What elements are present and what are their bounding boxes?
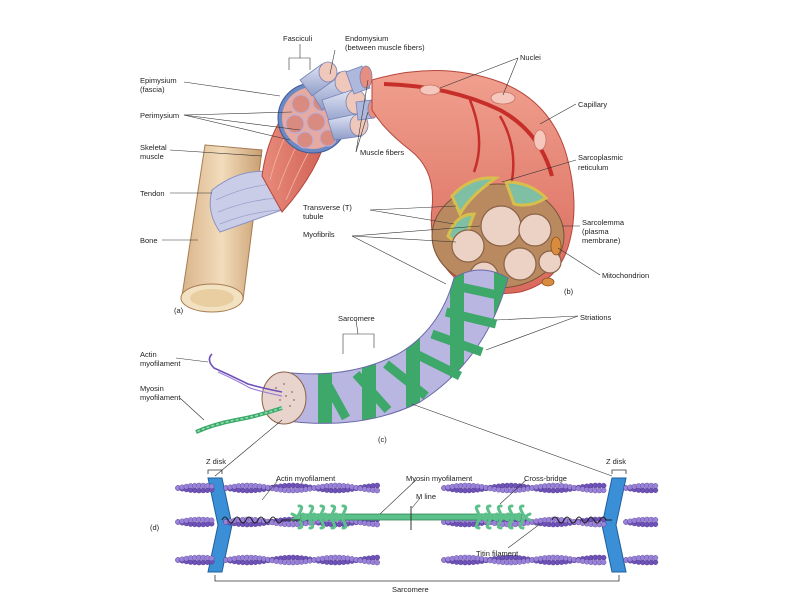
label-myosin-1: Myosin (140, 384, 164, 393)
label-z-disk-right: Z disk (606, 457, 626, 466)
cross-bridge-heads (290, 504, 532, 530)
label-skeletal-muscle-2: muscle (140, 152, 164, 161)
label-m-line: M line (416, 492, 436, 501)
label-sarcoplasmic-1: Sarcoplasmic (578, 153, 623, 162)
label-striations: Striations (580, 313, 612, 322)
muscle-fiber-tubes (345, 65, 379, 121)
label-sarcolemma-1: Sarcolemma (582, 218, 625, 227)
panel-b-drawing (371, 70, 575, 295)
label-sarcoplasmic-2: reticulum (578, 163, 608, 172)
leader-lines (162, 44, 601, 549)
label-endomysium: Endomysium (345, 34, 388, 43)
label-cross-bridge: Cross-bridge (524, 474, 567, 483)
label-actin-1: Actin (140, 350, 157, 359)
actin-strand-c (208, 353, 283, 393)
label-capillary: Capillary (578, 100, 607, 109)
label-endomysium-note: (between muscle fibers) (345, 43, 425, 52)
label-fasciculi: Fasciculi (283, 34, 313, 43)
label-perimysium: Perimysium (140, 111, 179, 120)
myofibril-cut-end (261, 371, 307, 425)
label-tendon: Tendon (140, 189, 165, 198)
label-actin-myofilament-d: Actin myofilament (276, 474, 336, 483)
label-mitochondrion: Mitochondrion (602, 271, 649, 280)
panel-a-letter: (a) (174, 306, 184, 315)
striation-bands (320, 281, 503, 421)
myosin-strand-c (195, 406, 283, 434)
sarcoplasmic-reticulum-network (446, 176, 549, 256)
label-sarcolemma-3: membrane) (582, 236, 621, 245)
label-myofibrils: Myofibrils (303, 230, 335, 239)
label-actin-2: myofilament (140, 359, 181, 368)
label-epimysium-note: (fascia) (140, 85, 165, 94)
titin-coil-right (551, 516, 612, 524)
mitochondria-shapes (541, 236, 562, 287)
label-myosin-myofilament-d: Myosin myofilament (406, 474, 473, 483)
titin-coil-left (221, 516, 300, 524)
z-disk-left (207, 477, 233, 573)
label-bone: Bone (140, 236, 158, 245)
label-z-disk-left: Z disk (206, 457, 226, 466)
label-t-tubule-2: tubule (303, 212, 323, 221)
label-skeletal-muscle-1: Skeletal (140, 143, 167, 152)
panel-d-letter: (d) (150, 523, 160, 532)
panel-c-letter: (c) (378, 435, 387, 444)
labels: Fasciculi Endomysium (between muscle fib… (140, 34, 649, 594)
label-nuclei: Nuclei (520, 53, 541, 62)
myofibril-tube (279, 269, 509, 424)
panel-d-drawing (175, 469, 659, 582)
panel-a-drawing (180, 61, 379, 313)
label-epimysium: Epimysium (140, 76, 177, 85)
label-myosin-2: myofilament (140, 393, 181, 402)
label-titin: Titin filament (476, 549, 519, 558)
label-sarcomere-c: Sarcomere (338, 314, 375, 323)
sarcomere-bracket-d (214, 575, 620, 582)
label-t-tubule-1: Transverse (T) (303, 203, 352, 212)
label-sarcolemma-2: (plasma (582, 227, 610, 236)
panel-b-letter: (b) (564, 287, 574, 296)
label-sarcomere-d: Sarcomere (392, 585, 429, 594)
capillary-vessel (383, 82, 554, 177)
tendon-shape (209, 170, 283, 233)
panel-c-drawing (195, 269, 509, 434)
nuclei-shapes (419, 84, 547, 151)
label-muscle-fibers: Muscle fibers (360, 148, 404, 157)
